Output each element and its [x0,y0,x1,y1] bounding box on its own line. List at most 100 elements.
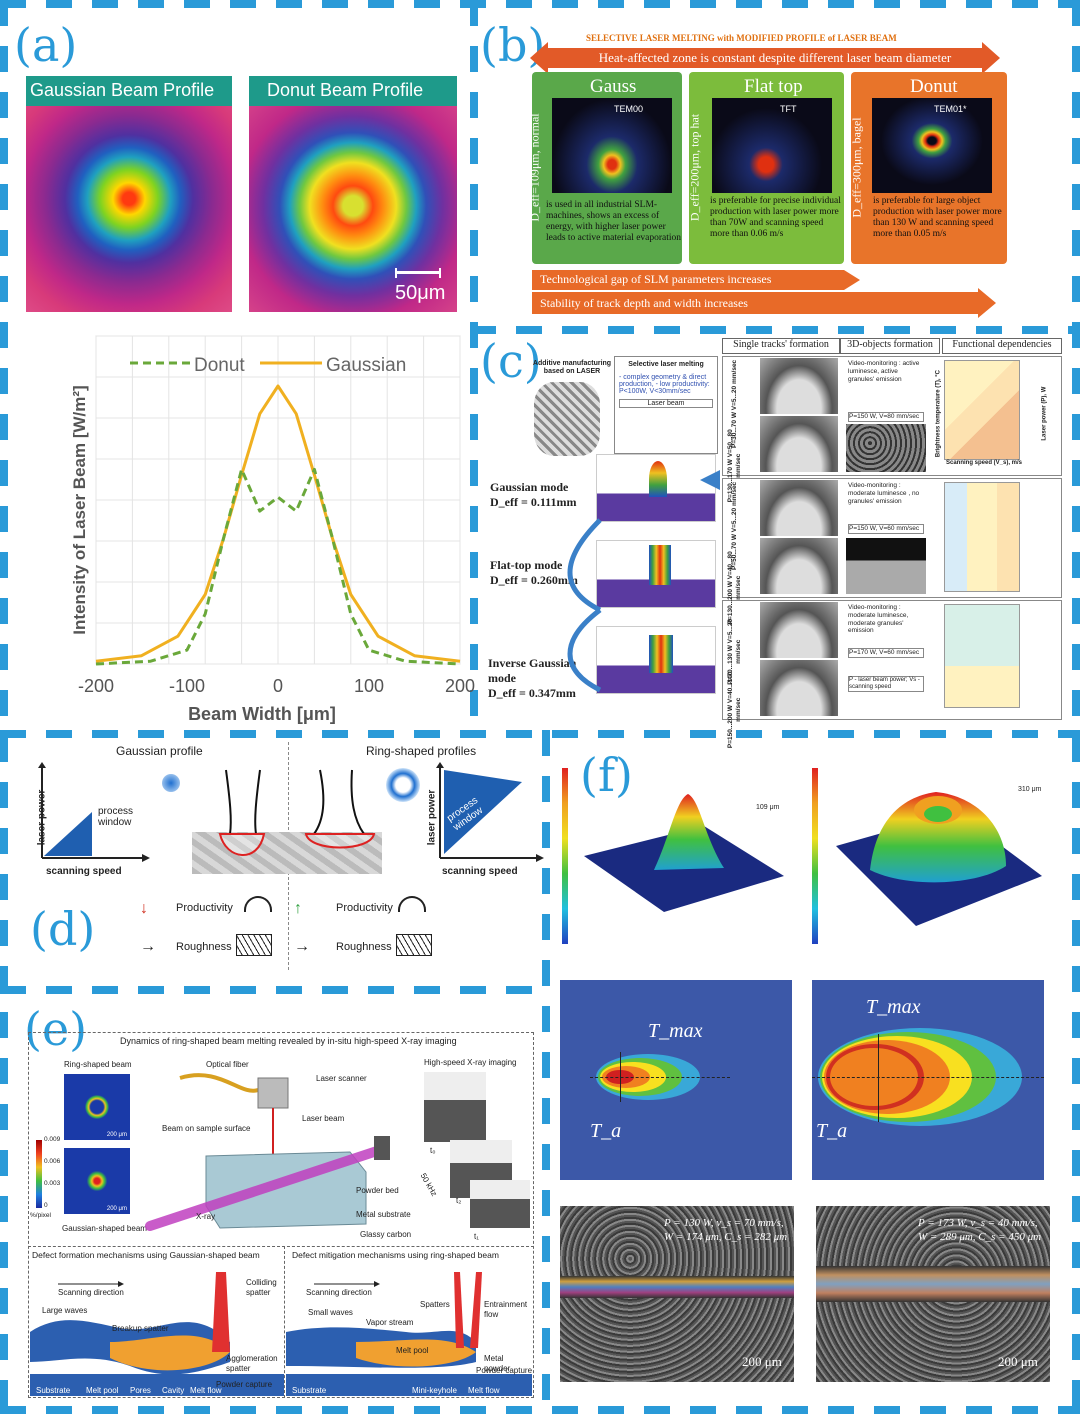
x-tick-label: 100 [354,676,384,696]
c-row-3 [722,600,1062,720]
d-right-process-chart [436,762,544,862]
panel-label-a: (a) [14,18,78,72]
e-colorbar [36,1140,42,1208]
e-substrate-label: Metal substrate [356,1210,411,1219]
x-axis-label: Beam Width [μm] [188,704,336,724]
c-mode-inverse-deff: D_eff = 0.347mm [488,686,576,700]
e-right-label: Powder capture [476,1366,533,1375]
e-xray-label: X-ray [196,1212,216,1221]
d-right-xlabel: scanning speed [442,866,518,877]
e-left-label: Cavity [162,1386,185,1395]
card-gauss-text: is used in all industrial SLM-machines, … [546,200,682,243]
d-gauge-icon [398,896,426,912]
d-ring-dot [386,768,420,802]
border [0,0,1080,8]
e-left-label: Melt flow [190,1386,222,1395]
f-photo-2-scale: 200 μm [998,1354,1038,1369]
bar-arrow-2-text: Stability of track depth and width incre… [540,296,748,310]
c-func-xaxis: Scanning speed (V_s), m/s [945,460,1023,466]
border [0,0,8,1414]
legend-gaussian: Gaussian [326,355,406,376]
c-func-plot-1 [944,360,1020,460]
e-left-label: Agglomeration spatter [226,1354,278,1373]
e-right-scan-dir: Scanning direction [306,1288,372,1297]
e-glassy-label: Glassy carbon [360,1230,412,1239]
e-t2: t₂ [456,1196,462,1205]
d-left-xlabel: scanning speed [46,866,122,877]
f-colorbar-left [562,768,568,944]
c-func-raxis: Laser power (P), W [1041,386,1048,441]
card-donut-text: is preferable for large object productio… [873,196,1002,239]
e-xray-imaging-label: High-speed X-ray imaging [424,1058,517,1067]
f-track-photo-2 [816,1206,1050,1382]
bar-arrow-1 [532,270,860,290]
bar-arrow-2 [532,288,996,318]
e-left-label: Melt pool [86,1386,119,1395]
c-am-label: Additive manufacturing based on LASER [532,360,612,376]
d-right-title: Ring-shaped profiles [366,744,477,758]
border [0,986,545,994]
heat-arrow-text: Heat-affected zone is constant despite d… [598,50,952,65]
b-title: SELECTIVE LASER MELTING with MODIFIED PR… [586,33,897,43]
c-track-img [760,538,838,594]
card-flattop-title: Flat top [744,76,803,97]
e-xray-frame [470,1180,530,1228]
c-lattice-image [534,382,600,456]
c-mode-gauss-deff: D_eff = 0.111mm [490,495,577,509]
c-track-img [760,358,838,414]
d-roughness-left: Roughness [176,941,232,953]
c-header-3d: 3D-objects formation [840,338,940,354]
c-row3-setting: P=170 W, V=60 mm/sec [848,648,924,658]
y-axis-label: Intensity of Laser Beam [W/m²] [70,385,89,635]
e-left-title: Defect formation mechanisms using Gaussi… [32,1250,260,1260]
e-mid-divider [284,1246,285,1398]
e-right-title: Defect mitigation mechanisms using ring-… [292,1250,499,1260]
e-left-meltpool [30,1272,284,1396]
panel-label-f: (f) [580,748,633,802]
e-gauss-label: Gaussian-shaped beam [62,1224,147,1233]
c-header-single: Single tracks' formation [722,338,840,354]
e-t1: t₁ [474,1232,479,1241]
c-row1-video: Video-monitoring : active luminesce, act… [848,360,920,383]
e-right-label: Mini-keyhole [412,1386,457,1395]
e-bottom-divider [28,1246,534,1247]
e-fiber-label: Optical fiber [206,1060,249,1069]
c-mode-gauss: Gaussian mode D_eff = 0.111mm [490,480,577,510]
f-thermal-donut [812,980,1044,1180]
e-t0: t₀ [430,1146,436,1155]
x-tick-label: 0 [273,676,283,696]
x-tick-label: 200 [445,676,475,696]
panel-label-e: (e) [24,1002,88,1056]
e-gauss-image: 200 μm [64,1148,130,1214]
e-left-label: Substrate [36,1386,71,1395]
d-substrate [192,832,382,874]
f-photo-1-scale: 200 μm [742,1354,782,1369]
card-flattop-side: D_eff=200μm, top hat [687,113,702,222]
c-row2-video: Video-monitoring : moderate luminesce , … [848,482,920,505]
d-roughness-icon [236,934,272,956]
border [470,326,1080,334]
f-tmax-left: T_max [648,1020,703,1042]
tft-image [712,98,832,193]
series-line-donut [95,467,461,666]
border [0,730,1080,738]
e-ring-image: 200 μm [64,1074,130,1140]
bar-arrow-1-text: Technological gap of SLM parameters incr… [540,272,772,286]
d-gauss-dot [162,774,180,792]
border [0,1406,1080,1414]
card-donut-title: Donut [910,76,958,97]
d-arrow-up-icon: ↑ [294,900,302,917]
f-gauss-surface [584,794,784,912]
f-donut-surface [836,792,1042,926]
c-track-img [760,480,838,536]
card-gauss-side: D_eff=109μm, normal [527,113,542,222]
c-legend-note: P - laser beam power; Vs - scanning spee… [848,676,924,693]
c-mode-flat: Flat-top mode D_eff = 0.260mm [490,558,578,588]
d-left-process-window: process window [98,806,134,828]
c-slm-items: - complex geometry & direct production, … [619,374,710,395]
e-right-label: Entrainment flow [484,1300,528,1319]
c-profile-flat [596,540,716,608]
c-mode-inverse-name: Inverse Gaussian mode [488,656,577,685]
e-left-label: Pores [130,1386,151,1395]
d-arrow-right-icon: → [294,938,310,955]
